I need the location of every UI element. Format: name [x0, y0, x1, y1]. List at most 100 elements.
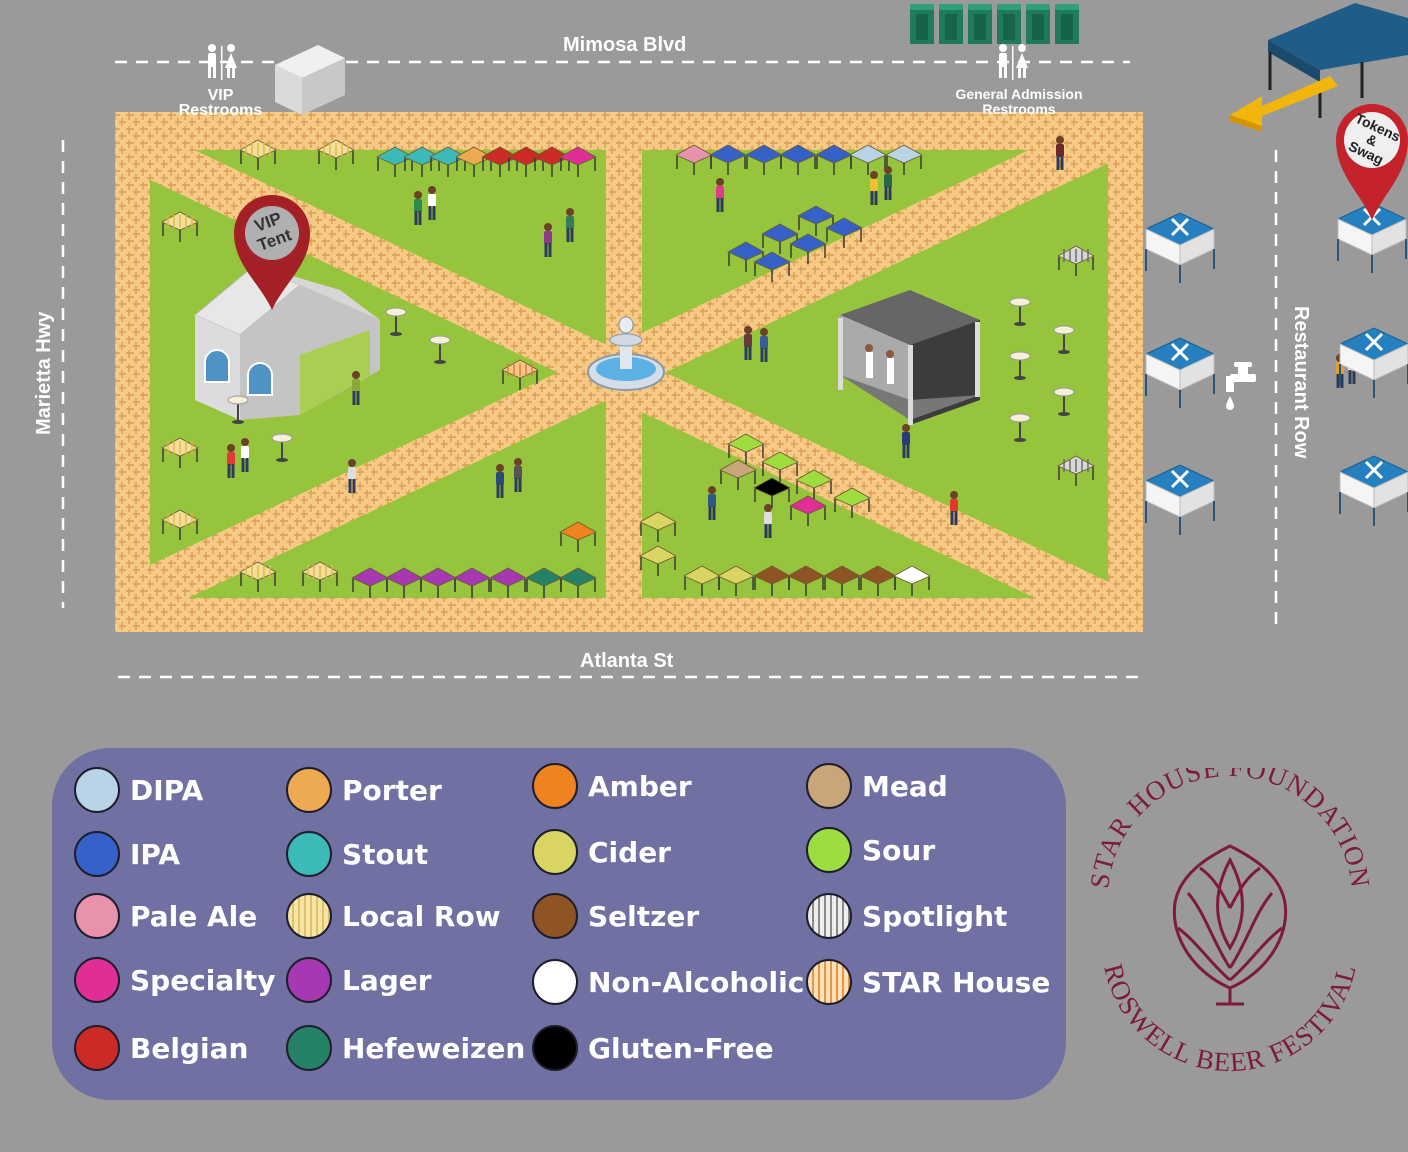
porta-potty: [997, 4, 1021, 44]
legend-label: Porter: [342, 773, 442, 807]
logo-top-text: STAR HOUSE FOUNDATION: [1084, 768, 1375, 890]
restroom-icon: [999, 44, 1028, 80]
legend-swatch: [286, 893, 332, 939]
star-house-foundation-logo: STAR HOUSE FOUNDATION ROSWELL BEER FESTI…: [1084, 768, 1376, 1077]
beer-tent: [559, 146, 597, 177]
legend-swatch: [806, 959, 852, 1005]
beer-tent: [161, 509, 199, 540]
legend-item: Pale Ale: [74, 893, 258, 939]
legend-label: Local Row: [342, 899, 501, 933]
standing-table: [1009, 351, 1031, 380]
legend-label: Hefeweizen: [342, 1031, 526, 1065]
person: [566, 208, 574, 242]
standing-table: [385, 307, 407, 336]
person: [950, 491, 958, 525]
beer-tent: [639, 545, 677, 576]
standing-table: [271, 433, 293, 462]
food-tent-icon: [1144, 212, 1216, 283]
person: [884, 166, 892, 200]
person: [870, 171, 878, 205]
beer-tent: [885, 144, 923, 175]
beer-tent: [161, 437, 199, 468]
legend-label: Gluten-Free: [588, 1031, 774, 1065]
beer-tent: [559, 567, 597, 598]
legend-label: Sour: [862, 833, 936, 867]
legend-swatch: [74, 893, 120, 939]
festival-site-map: VIP Tent Tokens & Swag: [61, 3, 1408, 679]
legend-label: IPA: [130, 837, 181, 871]
beer-tent: [1057, 455, 1095, 486]
legend-item: DIPA: [74, 767, 204, 813]
legend-item: Specialty: [74, 957, 276, 1003]
legend-label: Mead: [862, 769, 948, 803]
standing-tables: [227, 297, 1075, 462]
beer-tent: [789, 233, 827, 264]
legend-item: Cider: [532, 829, 671, 875]
map-pin-icon[interactable]: Tokens & Swag: [1336, 104, 1408, 220]
legend-swatch: [806, 893, 852, 939]
legend-swatch: [74, 831, 120, 877]
beer-tent: [719, 459, 757, 490]
person: [1056, 136, 1064, 170]
person: [902, 424, 910, 458]
storage-container: [275, 45, 345, 115]
legend-swatch: [532, 1025, 578, 1071]
legend-label: Stout: [342, 837, 429, 871]
porta-potty: [1026, 4, 1050, 44]
portable-toilets: [910, 4, 1079, 44]
legend-swatch: [286, 1025, 332, 1071]
street-label-west: Marietta Hwy: [33, 311, 55, 435]
water-tap-icon: [1226, 362, 1256, 410]
festival-attendees: [227, 136, 1356, 538]
beer-tent: [1057, 245, 1095, 276]
legend-label: STAR House: [862, 965, 1051, 999]
beer-tent: [833, 487, 871, 518]
person: [716, 178, 724, 212]
legend-swatch: [286, 767, 332, 813]
person: [764, 504, 772, 538]
standing-table: [1009, 297, 1031, 326]
standing-table: [429, 335, 451, 364]
street-label-north: Mimosa Blvd: [563, 34, 687, 56]
porta-potty: [968, 4, 992, 44]
svg-text:STAR HOUSE FOUNDATION: STAR HOUSE FOUNDATION: [1084, 768, 1376, 890]
beer-tent: [239, 561, 277, 592]
legend-label: Seltzer: [588, 899, 700, 933]
person: [348, 459, 356, 493]
beer-tent: [795, 469, 833, 500]
map-pin-icon[interactable]: VIP Tent: [234, 195, 310, 310]
legend-item: Belgian: [74, 1025, 249, 1071]
legend-label: Belgian: [130, 1031, 249, 1065]
beer-tent: [161, 211, 199, 242]
beer-tent: [453, 567, 491, 598]
legend-item: Porter: [286, 767, 442, 813]
legend-label: Non-Alcoholic: [588, 965, 805, 999]
food-tent-icon: [1338, 455, 1408, 526]
beer-tent: [823, 565, 861, 596]
beer-tent: [559, 521, 597, 552]
standing-table: [1053, 325, 1075, 354]
legend-item: Lager: [286, 957, 432, 1003]
person: [708, 486, 716, 520]
legend-item: Stout: [286, 831, 429, 877]
standing-table: [227, 395, 249, 424]
vip-tent[interactable]: [194, 264, 380, 420]
beer-tent: [301, 561, 339, 592]
legend-item: Non-Alcoholic: [532, 959, 805, 1005]
legend-item: Spotlight: [806, 893, 1007, 939]
legend-item: Hefeweizen: [286, 1025, 526, 1071]
legend-item: STAR House: [806, 959, 1051, 1005]
beer-tent: [639, 511, 677, 542]
beer-tent: [717, 565, 755, 596]
beer-tent: [893, 565, 931, 596]
person: [744, 326, 752, 360]
legend-label: DIPA: [130, 773, 204, 807]
ga-restrooms-label: General Admission Restrooms: [955, 86, 1083, 117]
food-tent-icon: [1338, 327, 1408, 398]
person: [428, 186, 436, 220]
legend-swatch: [74, 1025, 120, 1071]
legend-item: IPA: [74, 831, 181, 877]
legend-label: Pale Ale: [130, 899, 258, 933]
porta-potty: [939, 4, 963, 44]
